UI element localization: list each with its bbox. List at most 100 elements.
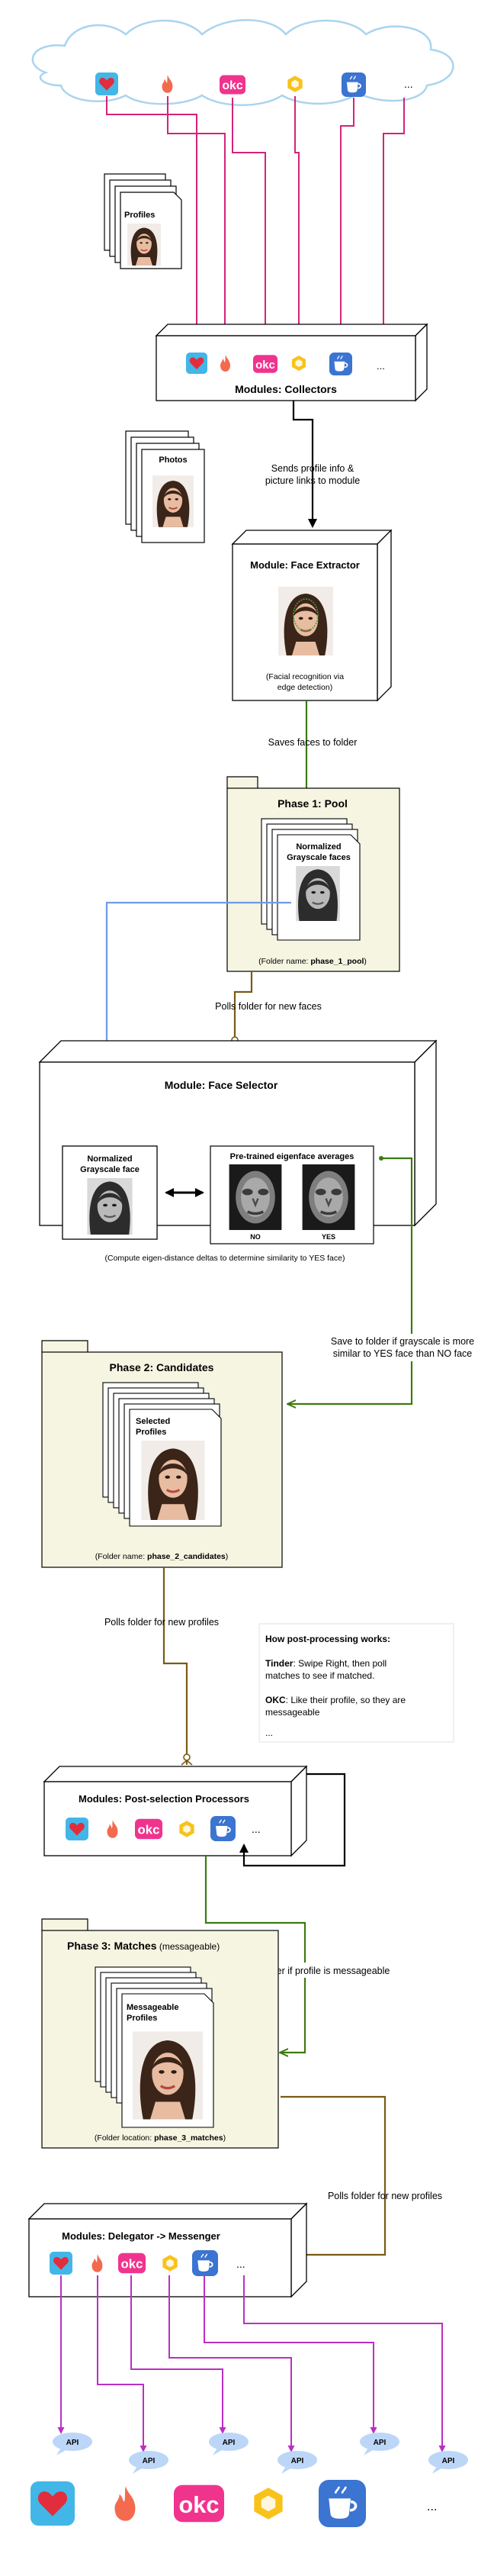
face-extractor-caption-2: edge detection) bbox=[277, 683, 332, 692]
pool-card-line-2: Grayscale faces bbox=[287, 853, 351, 862]
post-ellipsis: ... bbox=[252, 1823, 261, 1835]
post-coffee-cup-icon bbox=[210, 1816, 236, 1841]
matches-card-line-2: Profiles bbox=[127, 2014, 157, 2023]
post-processors-self-loop-arrow bbox=[239, 1773, 346, 1867]
photos-stack: Photos bbox=[125, 430, 205, 543]
post-hexagon-icon bbox=[175, 1818, 198, 1840]
api-bubble-4: API bbox=[277, 2451, 317, 2474]
bottom-flame-icon bbox=[114, 2486, 136, 2521]
delegator-heart-icon bbox=[50, 2252, 72, 2275]
selector-left-line-2: Grayscale face bbox=[80, 1165, 140, 1174]
face-selector-caption: (Compute eigen-distance deltas to determ… bbox=[105, 1254, 345, 1263]
collectors-box: ... Modules: Collectors bbox=[155, 323, 428, 402]
note-ellipsis: ... bbox=[265, 1728, 273, 1738]
post-to-matches-arrow bbox=[204, 1856, 306, 2053]
bottom-hexagon-icon bbox=[246, 2481, 290, 2526]
photos-label: Photos bbox=[159, 456, 187, 465]
collectors-title: Modules: Collectors bbox=[235, 383, 337, 395]
selector-eigenface-panel: Pre-trained eigenface averages NO YES bbox=[210, 1145, 374, 1245]
face-selector-title: Module: Face Selector bbox=[165, 1079, 278, 1091]
bottom-okc-icon bbox=[174, 2484, 224, 2523]
collectors-to-extractor-label-1: Sends profile info & bbox=[271, 463, 354, 474]
api-bubble-1: API bbox=[53, 2433, 92, 2455]
candidates-to-post-poll-arrow bbox=[162, 1567, 193, 1766]
api-bubble-6: API bbox=[428, 2451, 468, 2474]
delegator-title: Modules: Delegator -> Messenger bbox=[62, 2230, 220, 2242]
eigenface-title: Pre-trained eigenface averages bbox=[230, 1152, 354, 1161]
pool-to-selector-poll-arrow bbox=[229, 971, 253, 1048]
bottom-ellipsis: ... bbox=[427, 2500, 437, 2513]
api-bubbles: API API API API API API bbox=[53, 2433, 468, 2474]
eigenface-yes bbox=[303, 1164, 355, 1230]
pool-folder-name: (Folder name: phase_1_pool) bbox=[258, 957, 367, 966]
selector-to-candidates-label-2: similar to YES face than NO face bbox=[333, 1348, 473, 1359]
bottom-heart-icon bbox=[30, 2481, 75, 2526]
candidates-title: Phase 2: Candidates bbox=[110, 1361, 214, 1373]
api-label-6: API bbox=[442, 2457, 455, 2465]
collectors-to-extractor-label-2: picture links to module bbox=[265, 475, 360, 486]
note-okc-line-1: OKC: Like their profile, so they are bbox=[265, 1695, 406, 1705]
matches-folder-name: (Folder location: phase_3_matches) bbox=[95, 2133, 226, 2143]
selector-left-panel: Normalized Grayscale face bbox=[62, 1145, 158, 1240]
eigenface-no bbox=[229, 1164, 282, 1230]
post-heart-icon bbox=[66, 1818, 88, 1840]
face-extractor-title: Module: Face Extractor bbox=[250, 559, 360, 571]
matches-to-delegator-label: Polls folder for new profiles bbox=[328, 2191, 442, 2201]
note-title: How post-processing works: bbox=[265, 1634, 390, 1644]
api-label-1: API bbox=[66, 2439, 79, 2447]
extractor-to-pool-label: Saves faces to folder bbox=[268, 737, 358, 748]
post-processors-title: Modules: Post-selection Processors bbox=[79, 1793, 249, 1805]
candidates-card-line-1: Selected bbox=[136, 1417, 170, 1426]
selector-to-candidates-arrow bbox=[288, 1157, 413, 1404]
matches-card-line-1: Messageable bbox=[127, 2003, 178, 2012]
matches-to-delegator-poll-arrow bbox=[281, 2095, 387, 2261]
post-processors-box: Modules: Post-selection Processors ... bbox=[43, 1765, 308, 1857]
api-label-4: API bbox=[291, 2457, 304, 2465]
pool-title: Phase 1: Pool bbox=[277, 797, 348, 810]
note-okc-line-2: messageable bbox=[265, 1707, 320, 1718]
api-bubble-5: API bbox=[360, 2433, 399, 2455]
api-label-2: API bbox=[143, 2457, 156, 2465]
face-extractor-box: Module: Face Extractor (Facial recogniti… bbox=[231, 529, 393, 702]
post-okc-icon bbox=[135, 1818, 162, 1840]
cloud-ellipsis: ... bbox=[404, 78, 413, 90]
api-label-3: API bbox=[223, 2439, 236, 2447]
delegator-box: Modules: Delegator -> Messenger ... bbox=[27, 2202, 308, 2298]
face-extractor-caption-1: (Facial recognition via bbox=[266, 672, 344, 681]
matches-photo bbox=[133, 2030, 203, 2121]
note-tinder-line-1: Tinder: Swipe Right, then poll bbox=[265, 1658, 387, 1669]
profiles-stack: Profiles bbox=[104, 173, 182, 269]
api-label-5: API bbox=[374, 2439, 387, 2447]
candidates-to-post-label: Polls folder for new profiles bbox=[104, 1617, 219, 1628]
cloud-icons: ... bbox=[95, 72, 413, 97]
post-processing-note: How post-processing works: Tinder: Swipe… bbox=[258, 1623, 454, 1743]
pool-to-selector-label: Polls folder for new faces bbox=[215, 1001, 322, 1012]
matches-title: Phase 3: Matches (messageable) bbox=[67, 1940, 220, 1952]
delegator-coffee-cup-icon bbox=[192, 2250, 218, 2276]
bottom-coffee-cup-icon bbox=[319, 2480, 366, 2527]
candidates-card-line-2: Profiles bbox=[136, 1428, 166, 1437]
selector-grayscale-face bbox=[86, 1178, 133, 1235]
phase-2-candidates-folder: Phase 2: Candidates Selected Profiles (F… bbox=[41, 1340, 283, 1568]
delegator-hexagon-icon bbox=[159, 2252, 181, 2275]
bottom-app-icons: ... bbox=[30, 2480, 437, 2527]
note-tinder-line-2: matches to see if matched. bbox=[265, 1670, 374, 1681]
api-bubble-2: API bbox=[129, 2451, 168, 2474]
selector-to-candidates-label-bg bbox=[316, 1334, 492, 1361]
detected-face-outline bbox=[293, 598, 319, 632]
pool-card-line-1: Normalized bbox=[296, 842, 341, 852]
delegator-ellipsis: ... bbox=[236, 2258, 245, 2270]
collector-ellipsis: ... bbox=[377, 360, 385, 372]
eigenface-yes-label: YES bbox=[322, 1233, 335, 1241]
phase-3-matches-folder: Phase 3: Matches (messageable) Messageab… bbox=[41, 1918, 279, 2149]
selector-left-line-1: Normalized bbox=[87, 1154, 132, 1164]
api-bubble-3: API bbox=[209, 2433, 249, 2455]
eigenface-no-label: NO bbox=[250, 1233, 261, 1241]
collectors-to-extractor-arrow bbox=[292, 401, 317, 528]
candidates-photo bbox=[140, 1441, 207, 1520]
cloud-to-collectors-arrows bbox=[106, 96, 405, 353]
delegator-okc-icon bbox=[118, 2252, 146, 2274]
delegator-to-api-arrows bbox=[57, 2275, 446, 2452]
profiles-label: Profiles bbox=[124, 211, 155, 220]
